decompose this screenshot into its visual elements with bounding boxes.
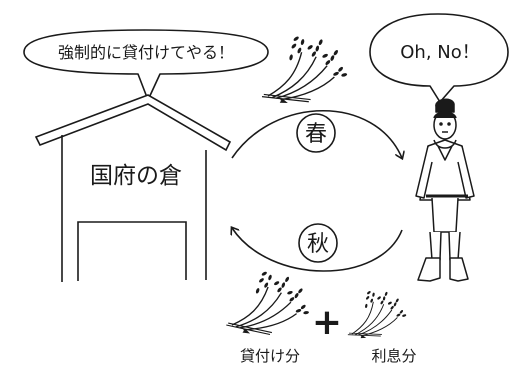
house-speech-text: 強制的に貸付けてやる！ [58, 43, 234, 62]
farmer-speech-text: Oh, No！ [400, 42, 480, 63]
principal-label: 貸付け分 [240, 347, 300, 365]
autumn-badge: 秋 [298, 223, 338, 263]
spring-badge-circle [296, 113, 336, 153]
farmer-speech-bubble: Oh, No！ [369, 13, 509, 103]
granary-label: 国府の倉 [90, 163, 182, 189]
autumn-badge-circle [298, 223, 338, 263]
granary-walls [61, 135, 207, 282]
house-speech-bubble: 強制的に貸付けてやる！ [23, 29, 269, 101]
autumn-repay-arrow [232, 228, 403, 272]
autumn-badge-label: 秋 [307, 232, 329, 257]
spring-badge: 春 [296, 113, 336, 153]
plus-sign: + [312, 302, 342, 343]
granary-roof [34, 94, 232, 152]
farmer-figure-icon [415, 98, 475, 282]
principal-rice-bundle-icon [225, 270, 310, 336]
interest-label: 利息分 [371, 347, 416, 365]
granary-door-frame [77, 221, 187, 281]
farmer-bubble-shape [369, 13, 509, 103]
loaned-rice-bundle-icon [255, 30, 351, 108]
interest-rice-bundle-icon [340, 284, 410, 343]
spring-loan-arrow [231, 109, 402, 158]
spring-badge-label: 春 [305, 122, 327, 147]
house-bubble-shape [23, 29, 269, 101]
granary-building [34, 94, 232, 282]
